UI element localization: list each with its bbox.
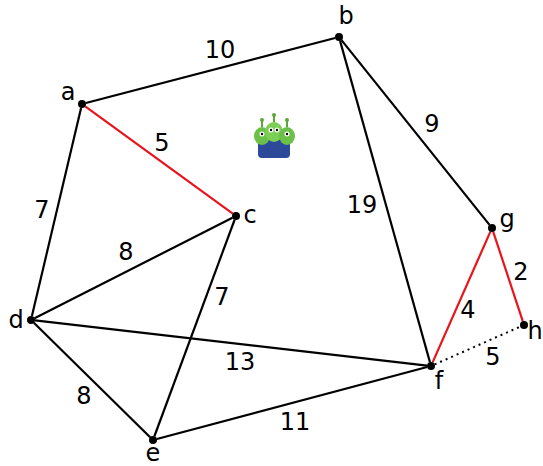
graph-edge: [340, 41, 430, 362]
vertex-label: g: [499, 207, 514, 231]
edge-weight: 7: [214, 285, 229, 309]
graph-edge: [34, 323, 150, 437]
edge-weight: 13: [225, 350, 256, 374]
graph-edge: [32, 108, 81, 316]
graph-edge: [154, 220, 234, 436]
graph-vertex: e: [149, 436, 157, 444]
edge-weight: 11: [280, 410, 311, 434]
graph-edge: [342, 40, 490, 225]
vertex-label: f: [435, 369, 443, 393]
edge-weight: 5: [485, 345, 500, 369]
vertex-label: b: [338, 4, 353, 28]
graph-vertex: b: [335, 33, 343, 41]
graph-edge: [86, 38, 335, 103]
edge-weight: 8: [76, 384, 91, 408]
highlighted-edge: [433, 232, 491, 363]
graph-vertex: c: [232, 212, 240, 220]
vertex-label: c: [243, 203, 256, 227]
graph-vertex: g: [488, 224, 496, 232]
edge-weight: 7: [34, 198, 49, 222]
vertex-label: d: [8, 308, 23, 332]
vertex-label: e: [146, 441, 161, 465]
graph-vertex: a: [78, 100, 86, 108]
edge-weight: 2: [513, 260, 528, 284]
graph-vertex: d: [27, 316, 35, 324]
edge-weight: 5: [154, 131, 169, 155]
graph-vertex: f: [427, 362, 435, 370]
edge-weight: 4: [460, 298, 475, 322]
vertex-label: h: [527, 319, 542, 343]
alien-figures: [254, 113, 295, 158]
edge-weight: 9: [424, 112, 439, 136]
graph-vertex: h: [520, 321, 528, 329]
vertex-label: a: [61, 80, 76, 104]
graph-edge: [157, 367, 427, 439]
edge-weight: 10: [205, 38, 236, 62]
highlighted-edge: [85, 106, 233, 213]
edge-weight: 8: [118, 240, 133, 264]
edge-weight: 19: [347, 193, 378, 217]
dotted-edge: [435, 327, 521, 365]
